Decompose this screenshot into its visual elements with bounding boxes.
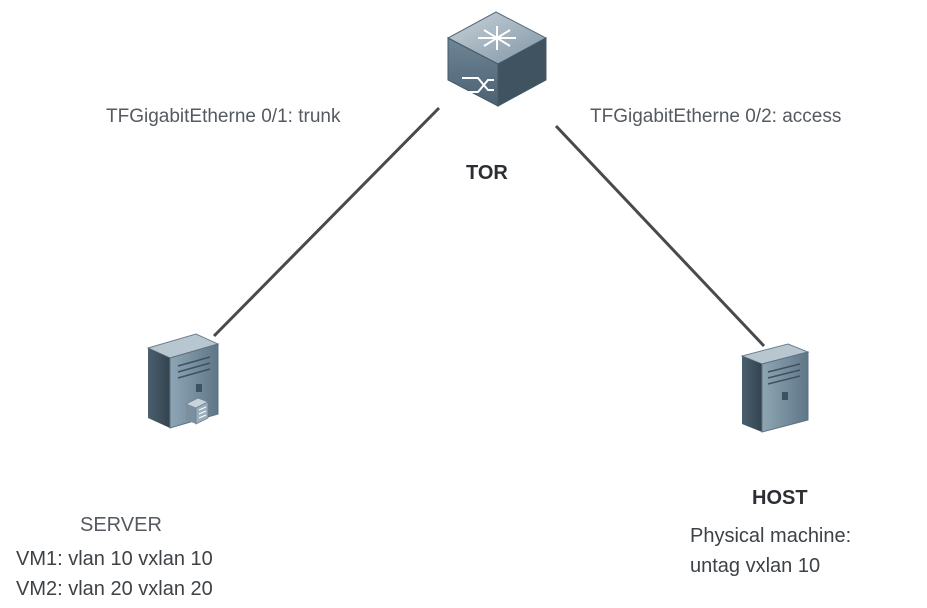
host-detail-line1: Physical machine:: [690, 525, 852, 547]
host-computer-icon: [740, 343, 810, 433]
link-line-host: [554, 124, 766, 348]
host-label: HOST: [752, 487, 808, 509]
server-icon: [146, 333, 220, 429]
link-line-server: [212, 106, 441, 338]
server-vm1-detail: VM1: vlan 10 vxlan 10: [16, 548, 213, 570]
server-label: SERVER: [80, 514, 162, 536]
server-vm2-detail: VM2: vlan 20 vxlan 20: [16, 578, 213, 600]
tor-label: TOR: [466, 162, 508, 184]
link-label-host: TFGigabitEtherne 0/2: access: [590, 106, 842, 127]
host-detail-line2: untag vxlan 10: [690, 555, 821, 577]
link-label-server: TFGigabitEtherne 0/1: trunk: [106, 106, 341, 127]
switch-icon: [446, 11, 548, 107]
